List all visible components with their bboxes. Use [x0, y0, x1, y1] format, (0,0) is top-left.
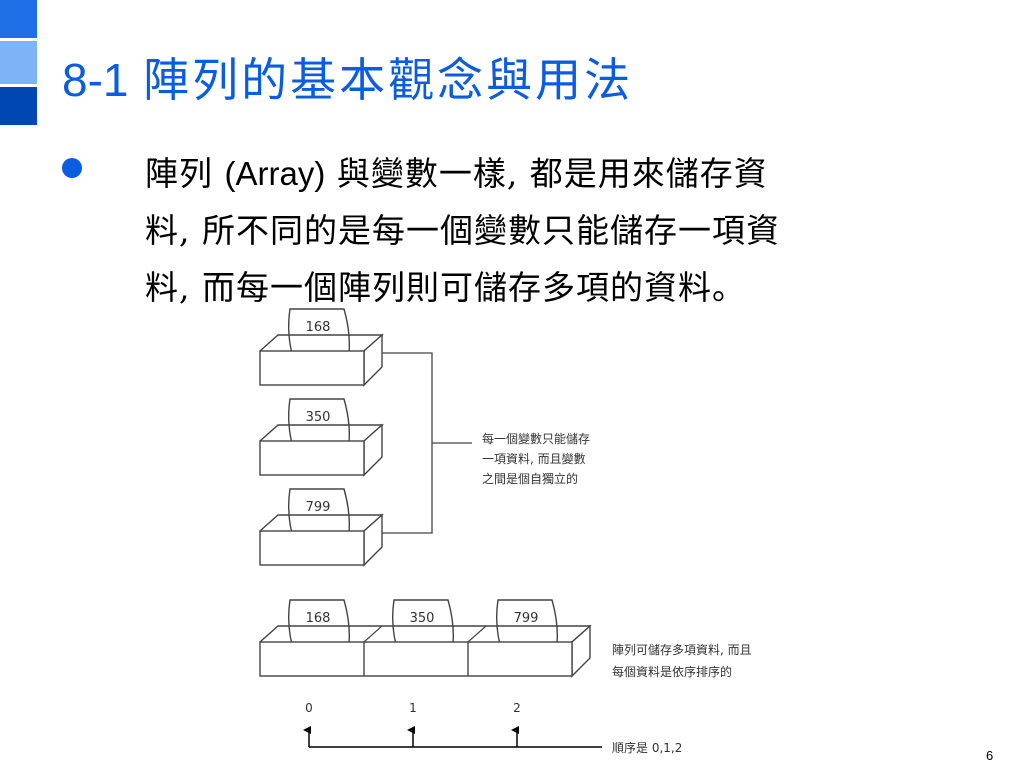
variable-card-2-value: 799 — [306, 500, 331, 515]
variable-card-0-value: 168 — [306, 320, 331, 335]
array-card-0-value: 168 — [306, 611, 331, 626]
decor-block-top — [0, 0, 37, 38]
decor-block-bottom — [0, 87, 37, 125]
var-caption-line1: 每一個變數只能儲存 — [482, 431, 590, 446]
title-number: 8-1 — [62, 54, 129, 106]
index-label-1: 1 — [409, 701, 417, 715]
body-line3: 料, 而每一個陣列則可儲存多項的資料。 — [145, 268, 746, 307]
order-label: 順序是 0,1,2 — [612, 740, 682, 755]
bullet-icon — [62, 158, 82, 178]
body-line1-c: 與變數一樣, 都是用來儲存資 — [325, 154, 768, 193]
variable-tray-0 — [259, 333, 384, 387]
index-label-0: 0 — [305, 701, 313, 715]
variable-tray-1 — [259, 423, 384, 477]
array-tray-side — [571, 624, 591, 678]
array-tray-front — [259, 641, 573, 677]
slide-title: 8-1 陣列的基本觀念與用法 — [62, 44, 633, 110]
array-card-1-value: 350 — [410, 611, 435, 626]
var-caption-line2: 一項資料, 而且變數 — [482, 451, 586, 466]
array-boxes: 168 350 799 — [259, 599, 592, 678]
title-text: 陣列的基本觀念與用法 — [143, 53, 634, 107]
variable-card-1-value: 350 — [306, 410, 331, 425]
page-number: 6 — [986, 748, 994, 763]
body-paragraph: 陣列 (Array) 與變數一樣, 都是用來儲存資料, 所不同的是每一個變數只能… — [145, 145, 985, 316]
body-line2: 料, 所不同的是每一個變數只能儲存一項資 — [145, 211, 780, 250]
index-label-2: 2 — [513, 701, 521, 715]
array-card-2-value: 799 — [514, 611, 539, 626]
variable-tray-2 — [259, 513, 384, 567]
decor-block-middle — [0, 41, 37, 84]
array-caption-line1: 陣列可儲存多項資料, 而且 — [612, 643, 752, 657]
var-caption-line3: 之間是個自獨立的 — [482, 471, 578, 486]
variables-bracket — [382, 352, 472, 534]
body-line1-array: (Array) — [224, 155, 326, 192]
array-indices: 0 1 2 — [303, 701, 521, 747]
array-caption-line2: 每個資料是依序排序的 — [612, 664, 732, 679]
body-line1-a: 陣列 — [145, 154, 225, 193]
variable-boxes: 168 350 799 — [259, 308, 384, 567]
